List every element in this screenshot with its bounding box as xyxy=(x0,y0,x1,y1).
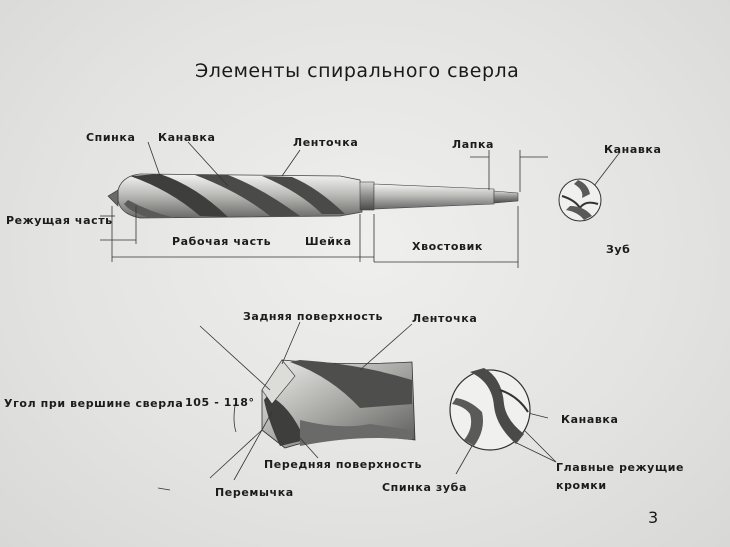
label-ugol: Угол при вершине сверла xyxy=(4,397,184,410)
label-kanavka-end: Канавка xyxy=(604,143,662,156)
label-spinka: Спинка xyxy=(86,131,136,144)
label-glavnye-2: кромки xyxy=(556,479,607,492)
drill-side-view xyxy=(107,173,519,219)
label-peremychka: Перемычка xyxy=(215,486,294,499)
label-spinka-zuba: Спинка зуба xyxy=(382,481,467,494)
label-ugol-value: 105 - 118° xyxy=(185,396,255,409)
label-khvostovik: Хвостовик xyxy=(412,240,483,253)
page-number: 3 xyxy=(648,508,659,527)
label-lapka: Лапка xyxy=(452,138,495,151)
label-kanavka: Канавка xyxy=(158,131,216,144)
label-rabochaya-chast: Рабочая часть xyxy=(172,235,272,248)
label-zub: Зуб xyxy=(606,243,631,256)
top-leader-lines xyxy=(100,141,621,268)
label-zadnyaya-poverkhnost: Задняя поверхность xyxy=(243,310,384,323)
page-title: Элементы спирального сверла xyxy=(195,60,520,82)
label-sheyka: Шейка xyxy=(305,235,352,248)
drill-tip-closeup xyxy=(261,359,416,449)
label-glavnye-1: Главные режущие xyxy=(556,461,685,474)
label-perednyaya-poverkhnost: Передняя поверхность xyxy=(264,458,422,471)
label-rezhushchaya-chast: Режущая часть xyxy=(6,214,113,227)
drill-end-view-small xyxy=(558,178,602,222)
label-lentochka: Ленточка xyxy=(293,136,359,149)
label-kanavka-tip: Канавка xyxy=(561,413,619,426)
label-lentochka-tip: Ленточка xyxy=(412,312,478,325)
drill-end-view-large xyxy=(449,368,531,451)
